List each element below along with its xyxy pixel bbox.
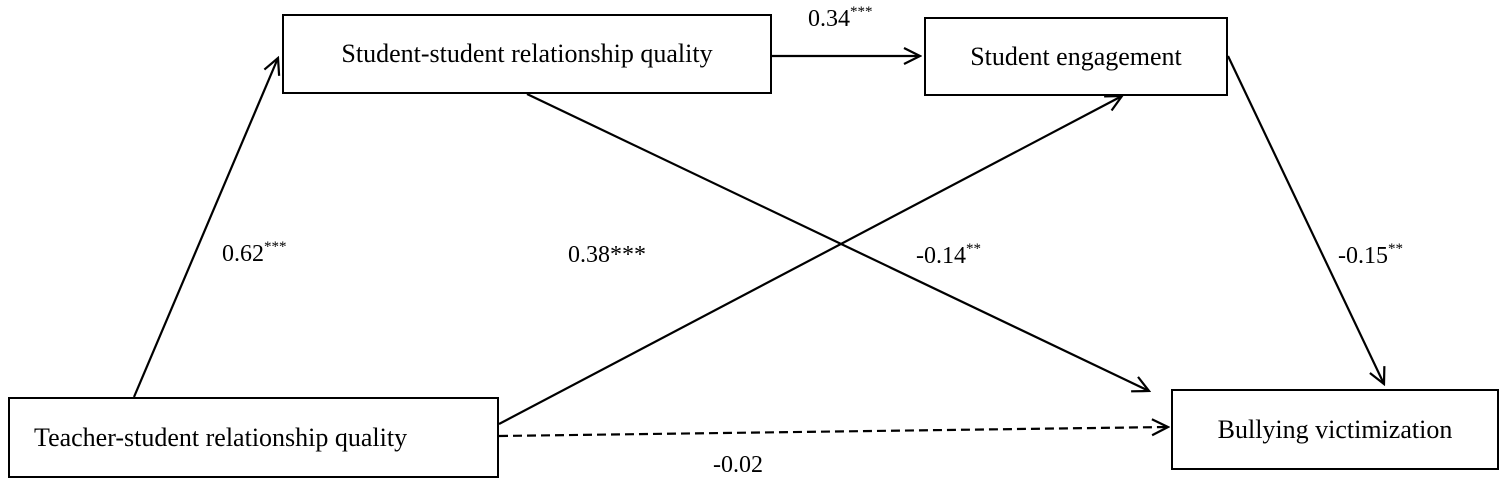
coef-value: 0.34 <box>808 6 850 32</box>
arrow-se-to-bv <box>1227 55 1384 384</box>
node-label: Bullying victimization <box>1217 414 1453 444</box>
coef-significance: *** <box>850 4 873 20</box>
node-label: Student-student relationship quality <box>341 39 713 68</box>
node-student-engagement: Student engagement <box>924 17 1228 96</box>
node-teacher-student-relationship-quality: Teacher-student relationship quality <box>8 397 499 478</box>
coef-value: 0.62 <box>222 241 264 267</box>
arrow-ssrq-to-bv <box>526 93 1149 391</box>
node-student-student-relationship-quality: Student-student relationship quality <box>282 14 772 94</box>
coef-significance: ** <box>1388 241 1403 257</box>
coef-se-to-bv: -0.15** <box>1338 241 1403 269</box>
arrow-tsrq-to-bv-dashed <box>498 427 1168 438</box>
coef-tsrq-to-ssrq: 0.62*** <box>222 239 287 267</box>
arrow-tsrq-to-ssrq <box>132 58 278 398</box>
coef-value: 0.38*** <box>568 242 646 268</box>
node-label: Student engagement <box>970 41 1182 71</box>
node-bullying-victimization: Bullying victimization <box>1171 389 1499 470</box>
coef-ssrq-to-se: 0.34*** <box>808 4 873 32</box>
coef-significance: ** <box>966 241 981 257</box>
coef-tsrq-to-bv: -0.02 <box>713 453 763 477</box>
coef-ssrq-to-bv: -0.14** <box>916 241 981 269</box>
coef-value: -0.14 <box>916 243 966 269</box>
node-label: Teacher-student relationship quality <box>34 422 408 452</box>
coef-significance: *** <box>264 239 287 255</box>
coef-value: -0.02 <box>713 452 763 478</box>
coef-tsrq-to-se: 0.38*** <box>568 243 646 267</box>
coef-value: -0.15 <box>1338 243 1388 269</box>
arrow-tsrq-to-se <box>498 96 1122 425</box>
